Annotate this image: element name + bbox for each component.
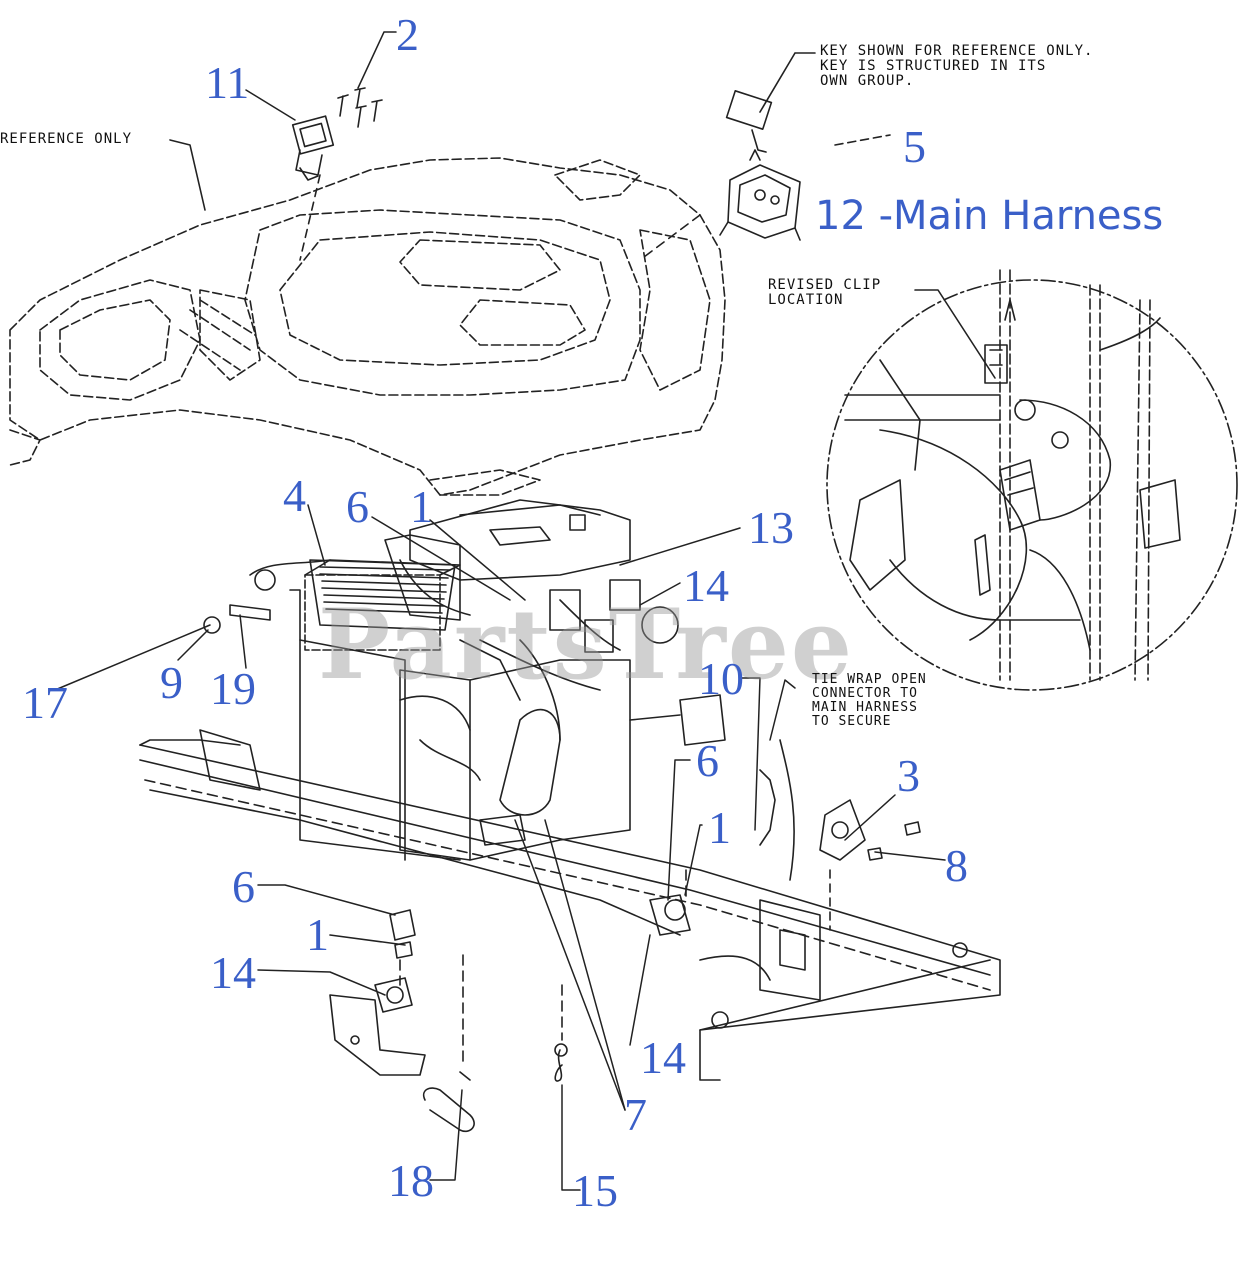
tie-wrap-note: TIE WRAP OPEN CONNECTOR TO MAIN HARNESS … [812,672,927,729]
callout-5: 5 [903,121,926,172]
leader-lines [54,31,946,1191]
hood-assembly [9,157,726,496]
callout-18: 18 [388,1155,434,1206]
callout-17: 17 [22,677,68,728]
right-parts-drawing [649,739,921,981]
ignition-module-drawing [719,149,801,241]
key-reference-note: KEY SHOWN FOR REFERENCE ONLY. KEY IS STR… [820,43,1094,89]
callout-10: 10 [698,653,744,704]
alignment-lines [399,869,687,1066]
callout-6: 6 [696,735,719,786]
chassis-drawing [399,579,726,861]
callout-6: 6 [232,861,255,912]
switch-11-drawing [291,115,335,181]
callout-1: 1 [410,481,433,532]
callout-14: 14 [210,947,256,998]
callout-9: 9 [160,657,183,708]
revised-clip-note: REVISED CLIP LOCATION [768,277,882,308]
partstree-watermark: PartsTree [318,588,854,701]
frame-drawing [139,729,1001,1081]
callout-13: 13 [748,502,794,553]
tie-15-drawing [554,1043,568,1082]
key-drawing [725,52,816,153]
lower-left-parts-drawing [329,909,426,1076]
callout-11: 11 [205,57,250,108]
callout-14: 14 [640,1032,686,1083]
detail-view [826,269,1238,691]
callout-4: 4 [283,470,306,521]
callout-7: 7 [624,1089,647,1140]
callout-1: 1 [708,802,731,853]
seat-pan-drawing [384,499,631,621]
callout-1: 1 [306,909,329,960]
reference-leader [169,139,206,211]
callout-15: 15 [572,1165,618,1216]
screws-2-drawing [337,87,383,128]
callout-6: 6 [346,481,369,532]
callout-19: 19 [210,663,256,714]
clip-18-drawing [422,1071,475,1133]
callout-2: 2 [396,9,419,60]
callout-3: 3 [897,750,920,801]
battery-box-drawing [203,559,461,861]
callout-14: 14 [683,560,729,611]
main-harness-label: 12 -Main Harness [815,193,1164,239]
callout-8: 8 [945,840,968,891]
reference-only-note: REFERENCE ONLY [0,131,133,147]
